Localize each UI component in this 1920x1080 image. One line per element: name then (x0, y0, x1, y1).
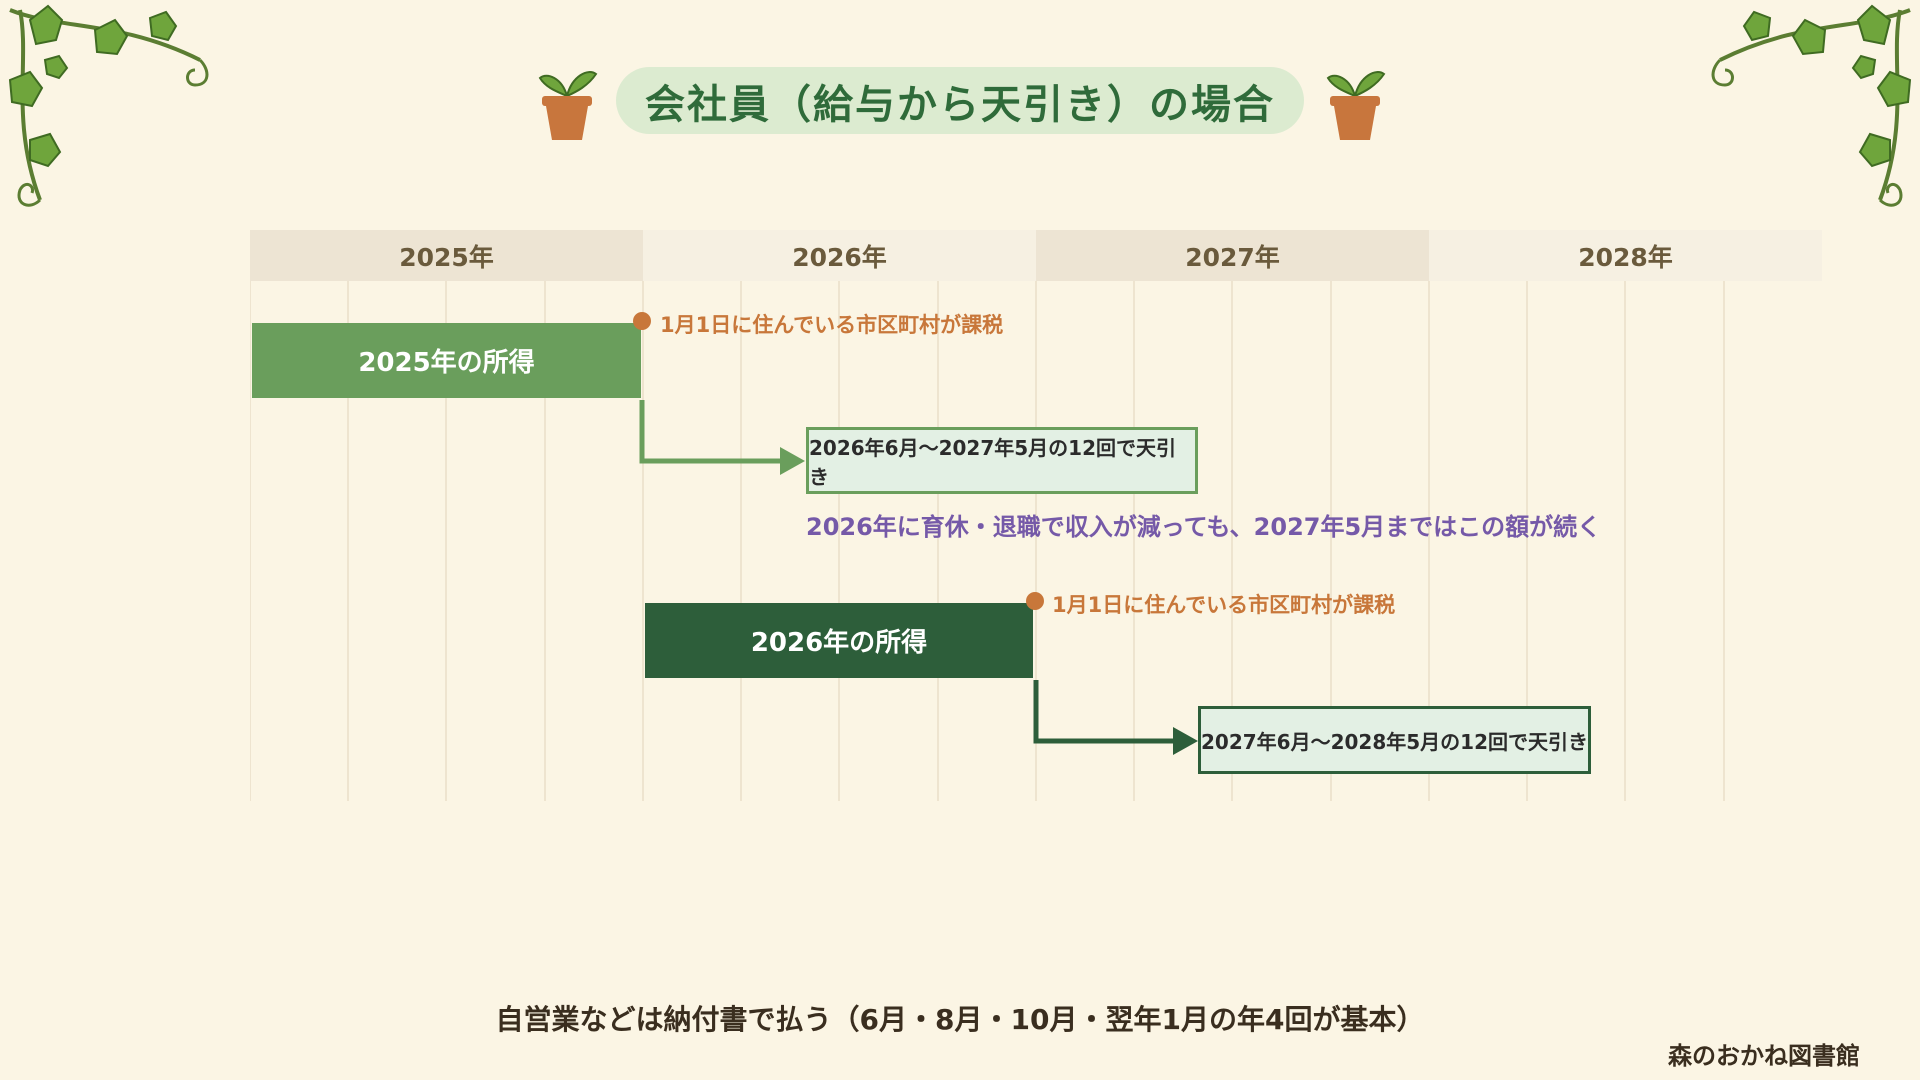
caution-note: 2026年に育休・退職で収入が減っても、2027年5月まではこの額が続く (806, 513, 1602, 541)
income-bar-2026: 2026年の所得 (645, 603, 1033, 678)
credit-label: 森のおかね図書館 (1668, 1042, 1860, 1070)
year-label: 2027年 (1036, 230, 1429, 281)
plant-pot-icon (1326, 71, 1386, 140)
ivy-top-right-icon (1711, 4, 1912, 207)
tax-point-marker (633, 312, 651, 330)
income-bar-2025: 2025年の所得 (252, 323, 641, 398)
page-title: 会社員（給与から天引き）の場合 (616, 67, 1304, 134)
year-header: 2025年 2026年 2027年 2028年 (250, 230, 1822, 281)
deduction-box-2027: 2027年6月〜2028年5月の12回で天引き (1198, 706, 1591, 774)
footer-note: 自営業などは納付書で払う（6月・8月・10月・翌年1月の年4回が基本） (495, 1003, 1425, 1036)
tax-note: 1月1日に住んでいる市区町村が課税 (1052, 593, 1396, 617)
deduction-box-2026: 2026年6月〜2027年5月の12回で天引き (806, 427, 1198, 494)
year-label: 2028年 (1429, 230, 1822, 281)
plant-pot-icon (538, 71, 598, 140)
year-label: 2025年 (250, 230, 643, 281)
tax-point-marker (1026, 592, 1044, 610)
tax-note: 1月1日に住んでいる市区町村が課税 (660, 313, 1004, 337)
ivy-top-left-icon (8, 4, 209, 207)
year-label: 2026年 (643, 230, 1036, 281)
